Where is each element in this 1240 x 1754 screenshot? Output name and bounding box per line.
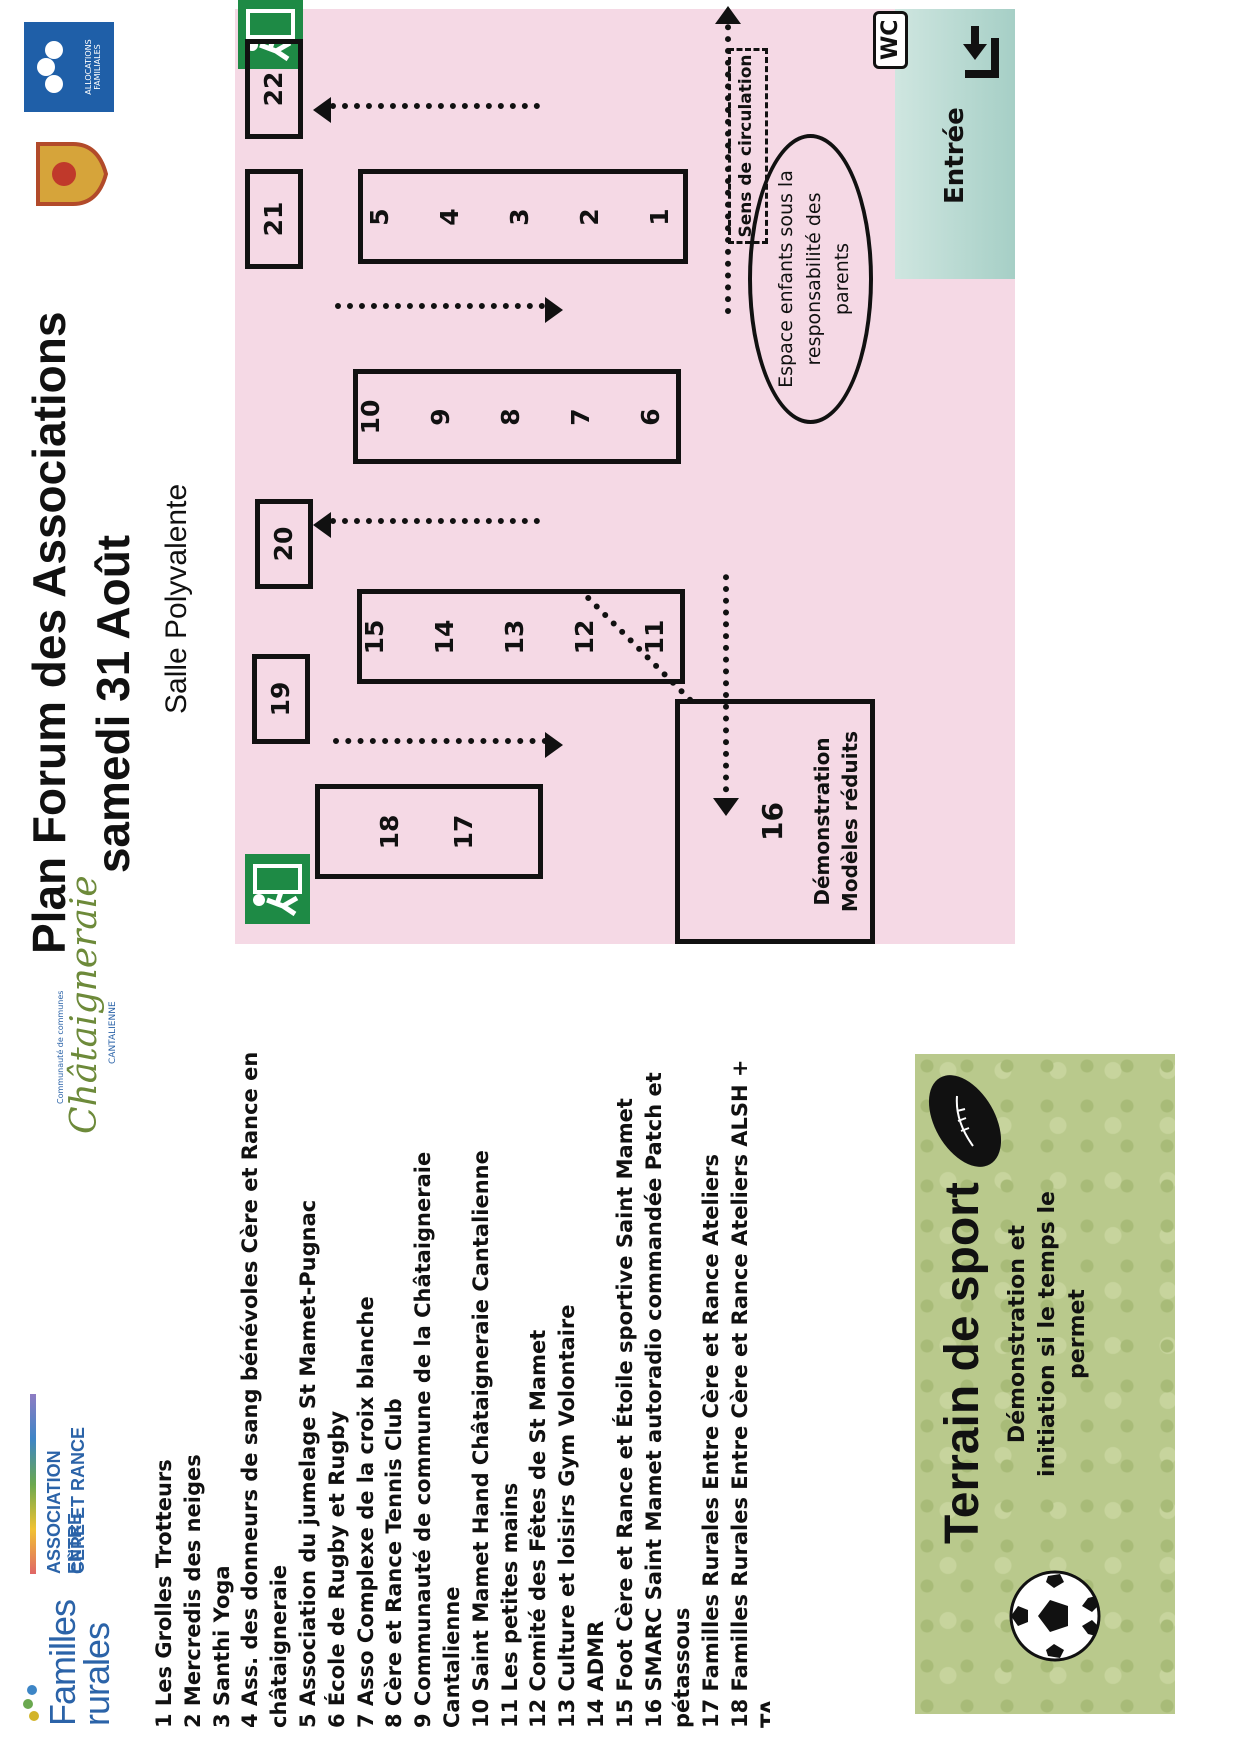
booth-9: 9 bbox=[426, 408, 455, 426]
booth-20-number: 20 bbox=[269, 526, 298, 562]
legend-item: 6 École de Rugby et Rugby bbox=[324, 1410, 349, 1728]
circulation-arrow bbox=[333, 738, 548, 744]
familles-rurales-logo: Familles rurales bbox=[18, 1584, 118, 1734]
legend-item: 8 Cère et Rance Tennis Club bbox=[382, 1398, 407, 1728]
sport-line-3: permet bbox=[1065, 1289, 1090, 1379]
booth-4: 4 bbox=[435, 208, 464, 226]
booth-18: 18 bbox=[375, 814, 404, 850]
emergency-exit-sign-1 bbox=[245, 854, 310, 924]
association-logo-bar bbox=[30, 1394, 36, 1574]
booth-19-number: 19 bbox=[266, 681, 295, 717]
legend-item: 10 Saint Mamet Hand Châtaigneraie Cantal… bbox=[468, 1150, 493, 1728]
booth-7: 7 bbox=[566, 408, 595, 426]
familles-rurales-text-2: rurales bbox=[76, 1622, 117, 1726]
legend-item: 1 Les Grolles Trotteurs bbox=[152, 1459, 176, 1728]
legend-item: 18 Familles Rurales Entre Cère et Rance … bbox=[727, 1059, 770, 1728]
soccer-ball-icon bbox=[1009, 1570, 1101, 1662]
caf-logo: ALLOCATIONS FAMILIALES bbox=[24, 22, 114, 112]
arrow-head-icon bbox=[715, 6, 741, 24]
caf-text: ALLOCATIONS FAMILIALES bbox=[84, 39, 102, 95]
legend-item: 9 Communauté de commune de la Châtaigner… bbox=[411, 1151, 464, 1728]
familles-rurales-mark-icon bbox=[23, 1685, 39, 1721]
legend-item: 13 Culture et loisirs Gym Volontaire bbox=[555, 1304, 580, 1728]
sport-line-1: Démonstration et bbox=[1005, 1224, 1030, 1444]
legend-item: 11 Les petites mains bbox=[497, 1482, 522, 1728]
chataigneraie-sub-text: CANTALIENNE bbox=[108, 1001, 118, 1064]
legend-item: 2 Mercredis des neiges bbox=[180, 1454, 205, 1728]
circulation-arrow bbox=[723, 574, 729, 804]
booth-2: 2 bbox=[575, 208, 604, 226]
event-date: samedi 31 Août bbox=[87, 534, 139, 874]
booth-17: 17 bbox=[449, 814, 478, 850]
booth-10: 10 bbox=[356, 399, 385, 435]
booth-3: 3 bbox=[505, 208, 534, 226]
kids-area-line-1: Espace enfants sous la bbox=[775, 170, 797, 388]
circulation-arrow bbox=[330, 518, 540, 524]
legend-item: 3 Santhi Yoga bbox=[209, 1565, 234, 1728]
kids-area-line-3: parents bbox=[831, 242, 853, 316]
page-title: Plan Forum des Associations bbox=[23, 311, 75, 954]
booth-16-number: 16 bbox=[756, 802, 789, 841]
booth-5: 5 bbox=[365, 208, 394, 226]
entrance-arrow-icon bbox=[963, 26, 999, 78]
wc-sign: WC bbox=[873, 10, 908, 69]
circulation-arrow bbox=[335, 303, 545, 309]
emergency-exit-icon bbox=[246, 9, 295, 62]
association-logo: ASSOCIATION ENTRE CÈRE ET RANCE bbox=[30, 1394, 120, 1574]
arrow-head-icon bbox=[313, 97, 331, 123]
legend-item: 7 Asso Complexe de la croix blanche bbox=[353, 1296, 378, 1728]
booth-21-number: 21 bbox=[259, 201, 288, 237]
circulation-arrow bbox=[725, 24, 731, 314]
association-text-2: CÈRE ET RANCE bbox=[68, 1426, 88, 1574]
floor-plan: Entrée WC Sens de circulation 16 bbox=[235, 0, 1015, 944]
entrance-label: Entrée bbox=[940, 107, 970, 204]
booth-17-18 bbox=[315, 784, 543, 879]
arrow-head-icon bbox=[713, 798, 739, 816]
sport-line-2: initiation si le temps le bbox=[1035, 1191, 1060, 1477]
booth-16-line-2: Modèles réduits bbox=[838, 730, 862, 913]
booth-16-line-1: Démonstration bbox=[810, 737, 834, 906]
kids-area-line-2: responsabilité des bbox=[803, 192, 825, 366]
legend-item: 16 SMARC Saint Mamet autoradio commandée… bbox=[641, 1072, 695, 1728]
emergency-exit-icon bbox=[253, 864, 302, 917]
arrow-head-icon bbox=[313, 512, 331, 538]
legend-item: 14 ADMR bbox=[583, 1620, 608, 1728]
town-crest-icon bbox=[36, 142, 108, 206]
booth-12: 12 bbox=[570, 619, 599, 655]
rugby-ball-icon bbox=[928, 1075, 1002, 1167]
arrow-head-icon bbox=[545, 297, 563, 323]
legend-item: 15 Foot Cère et Rance et Étoile sportive… bbox=[612, 1098, 637, 1728]
sport-title: Terrain de sport bbox=[936, 1182, 989, 1544]
legend-item: 4 Ass. des donneurs de sang bénévoles Cè… bbox=[238, 1051, 292, 1728]
chataigneraie-logo: Communauté de communes Châtaigneraie CAN… bbox=[20, 875, 120, 1134]
arrow-head-icon bbox=[545, 732, 563, 758]
booth-8: 8 bbox=[496, 408, 525, 426]
booth-13: 13 bbox=[500, 619, 529, 655]
legend-item: 12 Comité des Fêtes de St Mamet bbox=[526, 1329, 551, 1728]
sport-field: Terrain de sport Démonstration et initia… bbox=[915, 1054, 1175, 1714]
booth-1: 1 bbox=[645, 208, 674, 226]
circulation-arrow bbox=[330, 103, 540, 109]
legend-item: 5 Association du jumelage St Mamet-Pugna… bbox=[295, 1199, 320, 1728]
booth-15: 15 bbox=[360, 619, 389, 655]
booth-6: 6 bbox=[636, 408, 665, 426]
caf-mark-icon bbox=[37, 41, 63, 93]
legend-item: 17 Familles Rurales Entre Cère et Rance … bbox=[699, 1154, 724, 1728]
booth-14: 14 bbox=[430, 619, 459, 655]
venue-name: Salle Polyvalente bbox=[160, 483, 193, 714]
booth-22-number: 22 bbox=[259, 71, 288, 107]
emergency-exit-sign-2 bbox=[238, 0, 303, 69]
